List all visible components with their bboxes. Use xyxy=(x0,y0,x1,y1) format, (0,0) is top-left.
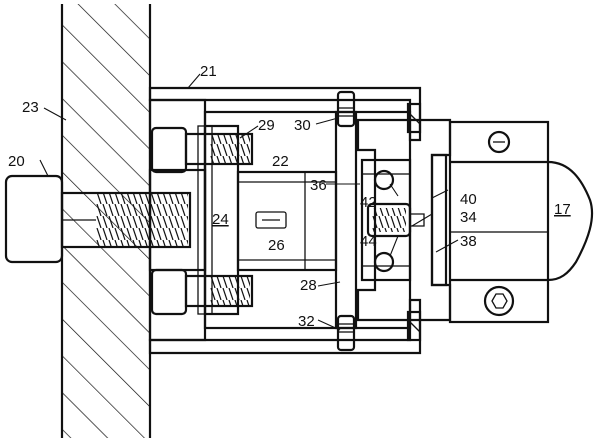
ball-42 xyxy=(373,169,395,191)
collar-screw-lower xyxy=(483,285,515,317)
label-44: 44 xyxy=(360,233,377,250)
collar-screw-upper xyxy=(487,130,511,154)
leader-lines xyxy=(39,73,459,331)
label-30: 30 xyxy=(294,117,311,134)
dowel-pins xyxy=(406,102,422,342)
label-20: 20 xyxy=(8,153,25,170)
label-32: 32 xyxy=(298,313,315,330)
label-24: 24 xyxy=(212,211,229,228)
label-21: 21 xyxy=(200,63,217,80)
label-38: 38 xyxy=(460,233,477,250)
label-22: 22 xyxy=(272,153,289,170)
plunger-34 xyxy=(366,202,425,238)
label-29: 29 xyxy=(258,117,275,134)
cap-screw-upper xyxy=(150,126,254,174)
reference-labels: 20 23 21 29 30 22 36 42 40 17 24 34 26 4… xyxy=(8,63,571,330)
label-42: 42 xyxy=(360,194,377,211)
shaft-collar-17 xyxy=(448,120,594,324)
label-40: 40 xyxy=(460,191,477,208)
label-17: 17 xyxy=(554,201,571,218)
ball-44 xyxy=(373,251,395,273)
label-23: 23 xyxy=(22,99,39,116)
set-screw-32 xyxy=(336,314,356,352)
label-28: 28 xyxy=(300,277,317,294)
label-34: 34 xyxy=(460,209,477,226)
label-26: 26 xyxy=(268,237,285,254)
slot-26 xyxy=(255,211,287,229)
partition-plate-28 xyxy=(334,110,358,330)
label-36: 36 xyxy=(310,177,327,194)
washer-40 xyxy=(430,153,448,287)
bolt-20 xyxy=(4,174,192,264)
cap-screw-lower xyxy=(150,268,254,316)
set-screw-30 xyxy=(336,90,356,128)
